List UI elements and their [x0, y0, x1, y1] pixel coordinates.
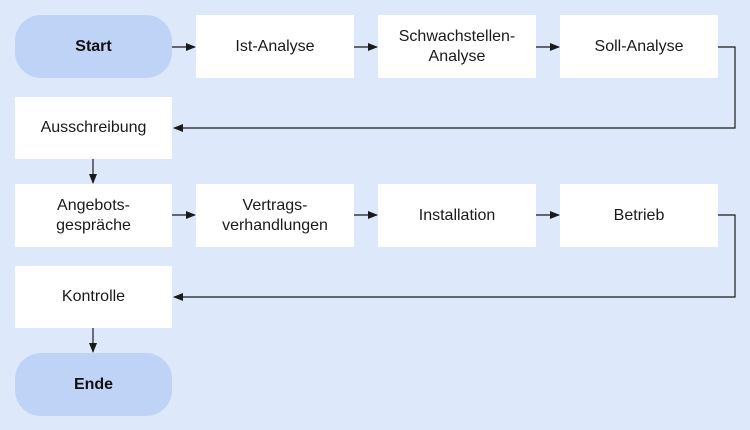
- ausschreibung-label: Ausschreibung: [40, 119, 147, 136]
- betrieb-node: Betrieb: [560, 184, 718, 247]
- ist-analyse-node: Ist-Analyse: [196, 15, 354, 78]
- arrow-betrieb-to-kontrolle: [173, 214, 736, 301]
- soll-analyse-node: Soll-Analyse: [560, 15, 718, 78]
- vertragsverhandlungen-label: Vertrags- verhandlungen: [222, 196, 328, 234]
- ausschreibung-node: Ausschreibung: [15, 97, 172, 159]
- ist-analyse-label: Ist-Analyse: [235, 37, 315, 55]
- start-label: Start: [75, 37, 112, 55]
- kontrolle-node: Kontrolle: [15, 266, 172, 328]
- vertragsverhandlungen-node: Vertrags- verhandlungen: [196, 184, 354, 247]
- soll-analyse-label: Soll-Analyse: [594, 37, 684, 55]
- ende-label: Ende: [73, 375, 114, 393]
- ende-node: Ende: [15, 353, 172, 416]
- angebotsgespraeche-label: Angebots- gespräche: [56, 196, 131, 234]
- arrow-soll-to-ausschreibung: [173, 46, 736, 132]
- angebotsgespraeche-node: Angebots- gespräche: [15, 184, 172, 247]
- schwachstellen-analyse-label: Schwachstellen- Analyse: [398, 27, 516, 65]
- kontrolle-label: Kontrolle: [61, 288, 126, 305]
- start-node: Start: [15, 15, 172, 78]
- betrieb-label: Betrieb: [613, 206, 665, 224]
- installation-node: Installation: [378, 184, 536, 247]
- installation-label: Installation: [418, 206, 496, 224]
- schwachstellen-analyse-node: Schwachstellen- Analyse: [378, 15, 536, 78]
